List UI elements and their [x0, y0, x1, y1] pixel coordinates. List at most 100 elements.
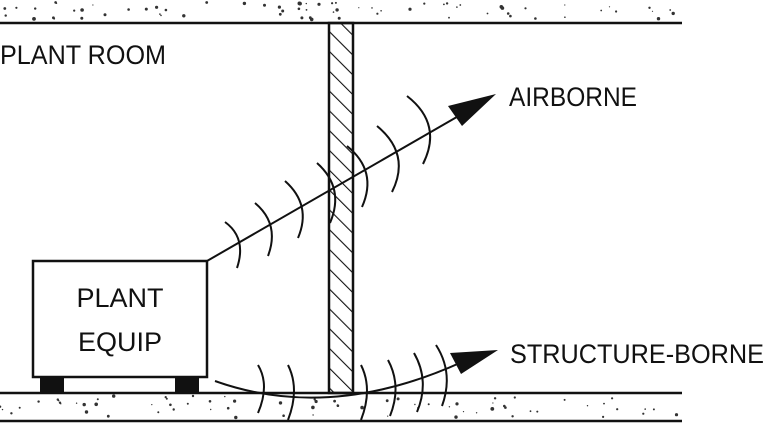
concrete-speckle [358, 7, 360, 9]
concrete-speckle [32, 17, 36, 21]
concrete-speckle [408, 7, 412, 11]
concrete-speckle [648, 6, 651, 9]
concrete-speckle [305, 2, 307, 5]
concrete-speckle [493, 397, 497, 400]
concrete-speckle [127, 8, 130, 11]
concrete-speckle [96, 398, 99, 401]
concrete-speckle [205, 1, 209, 4]
concrete-speckle [475, 412, 478, 414]
concrete-speckle [669, 9, 672, 11]
equipment-label-line2: EQUIP [78, 327, 162, 357]
concrete-speckle [144, 7, 148, 11]
concrete-speckle [112, 394, 116, 398]
concrete-speckle [1, 408, 4, 411]
concrete-speckle [94, 402, 98, 407]
concrete-speckle [534, 17, 537, 20]
concrete-speckle [602, 415, 605, 418]
structure-borne-arrow [214, 350, 498, 399]
structure-borne-wave-arcs [257, 344, 448, 421]
concrete-speckle [313, 398, 316, 401]
concrete-speckle [396, 397, 400, 401]
concrete-speckle [536, 410, 539, 413]
concrete-speckle [164, 396, 167, 399]
concrete-speckle [84, 410, 89, 414]
concrete-speckle [60, 403, 62, 405]
concrete-speckle [651, 10, 654, 12]
concrete-speckle [336, 404, 340, 408]
concrete-speckle [509, 14, 512, 18]
concrete-speckle [459, 4, 462, 6]
concrete-speckle [234, 415, 238, 420]
concrete-speckle [455, 402, 459, 406]
concrete-speckle [448, 16, 450, 19]
concrete-speckle [282, 414, 285, 418]
concrete-speckle [529, 410, 532, 413]
concrete-speckle [644, 408, 646, 410]
concrete-speckle [586, 405, 589, 407]
concrete-speckle [500, 6, 505, 10]
concrete-speckle [454, 415, 458, 419]
concrete-speckle [456, 6, 458, 8]
concrete-speckle [312, 414, 314, 416]
concrete-speckle [414, 403, 416, 406]
concrete-speckle [443, 3, 445, 6]
concrete-speckle [335, 8, 339, 12]
concrete-speckle [674, 413, 679, 417]
concrete-speckle [385, 399, 389, 403]
concrete-speckle [169, 403, 172, 407]
concrete-speckle [563, 398, 566, 401]
concrete-speckle [300, 16, 304, 20]
concrete-speckle [106, 414, 110, 418]
concrete-speckle [15, 6, 18, 9]
concrete-speckle [616, 408, 619, 411]
concrete-speckle [208, 400, 212, 403]
concrete-speckle [334, 1, 337, 4]
concrete-speckle [427, 403, 430, 406]
concrete-speckle [80, 8, 84, 12]
partition-wall [327, 21, 355, 395]
concrete-speckle [3, 7, 7, 10]
concrete-speckle [151, 404, 153, 406]
structure-borne-label: STRUCTURE-BORNE [510, 339, 764, 369]
concrete-speckle [57, 399, 60, 402]
concrete-speckle [513, 396, 516, 399]
concrete-speckle [92, 4, 94, 6]
concrete-speckle [55, 2, 58, 4]
concrete-speckle [642, 412, 645, 415]
concrete-speckle [242, 1, 247, 6]
concrete-speckle [305, 9, 308, 11]
concrete-speckle [164, 8, 168, 12]
concrete-speckle [486, 12, 489, 15]
equipment-label-line1: PLANT [76, 283, 163, 313]
concrete-speckle [281, 9, 285, 13]
concrete-speckle [611, 397, 614, 400]
airborne-wave-arcs [224, 95, 432, 269]
concrete-speckle [191, 394, 195, 398]
concrete-speckle [0, 405, 2, 408]
concrete-speckle [332, 11, 335, 13]
concrete-speckle [615, 10, 618, 13]
concrete-speckle [652, 408, 655, 411]
concrete-speckle [4, 14, 7, 17]
concrete-speckle [490, 407, 495, 411]
plant-equipment [31, 259, 209, 393]
concrete-speckle [376, 12, 379, 15]
concrete-speckle [297, 7, 301, 11]
concrete-speckle [10, 412, 13, 415]
concrete-speckle [182, 14, 186, 18]
concrete-speckle [160, 14, 162, 17]
concrete-speckle [172, 408, 175, 411]
concrete-speckle [297, 1, 302, 6]
concrete-speckle [278, 12, 282, 16]
concrete-speckle [603, 402, 605, 405]
airborne-label: AIRBORNE [509, 82, 637, 112]
concrete-speckle [82, 402, 86, 407]
concrete-speckle [423, 2, 426, 5]
concrete-speckle [380, 10, 382, 12]
concrete-speckle [314, 399, 318, 404]
concrete-speckle [311, 405, 315, 410]
concrete-speckle [462, 411, 465, 413]
concrete-speckle [600, 9, 603, 12]
concrete-speckle [226, 406, 230, 410]
